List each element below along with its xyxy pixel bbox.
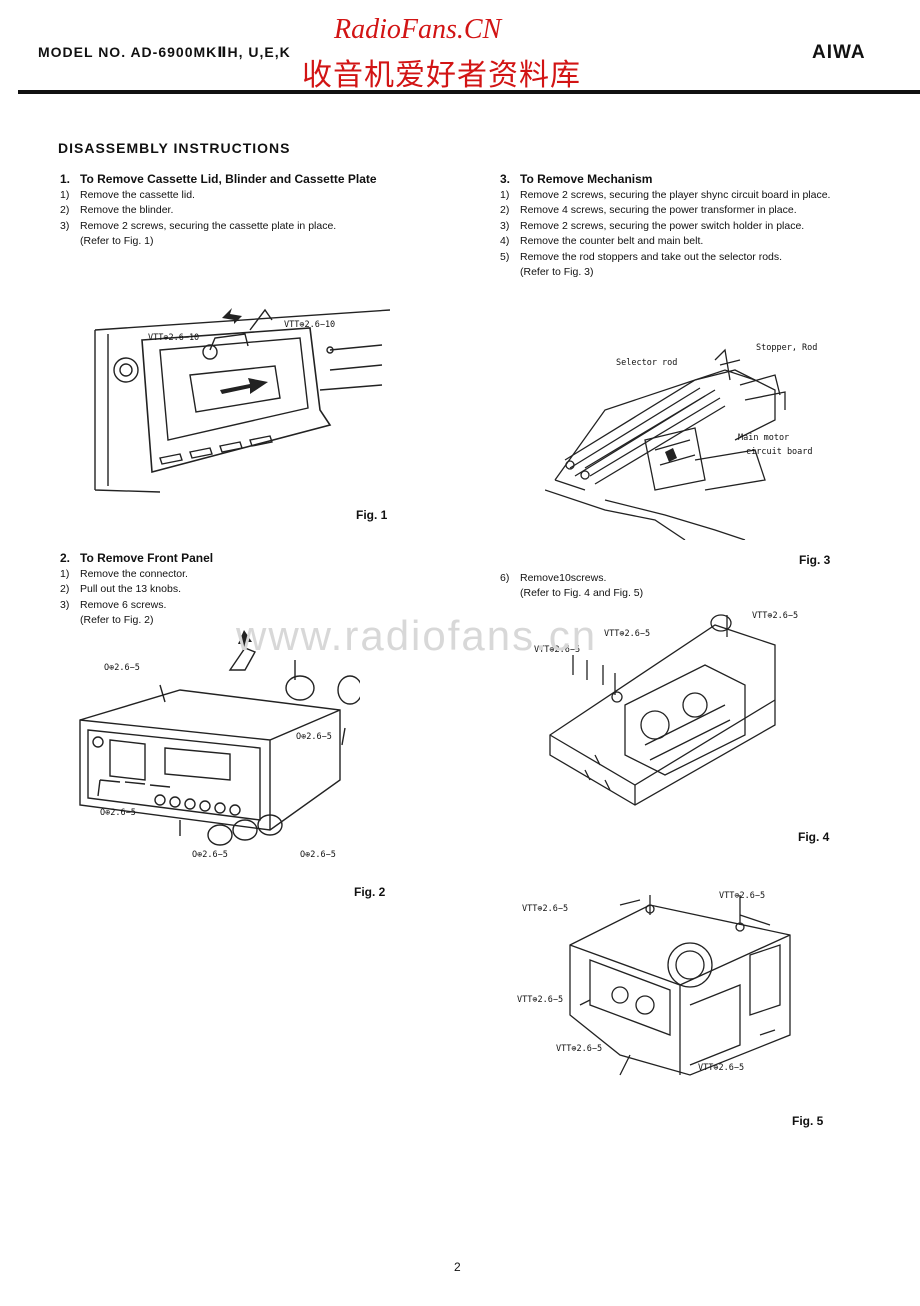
section-3-heading: 3. To Remove Mechanism — [500, 171, 840, 187]
section-1-heading: 1. To Remove Cassette Lid, Blinder and C… — [60, 171, 420, 187]
fig5-callout: VTT⊕2.6−5 — [556, 1044, 603, 1054]
step: 5)Remove the rod stoppers and take out t… — [500, 250, 783, 263]
section-number: 1. — [60, 172, 71, 186]
watermark: www.radiofans.cn — [236, 612, 598, 659]
fig5-callout: VTT⊕2.6−5 — [517, 995, 564, 1005]
fig5-caption: Fig. 5 — [792, 1114, 824, 1128]
fig5-callout: VTT⊕2.6−5 — [698, 1063, 745, 1073]
section-number: 3. — [500, 172, 511, 186]
fig2-callout: O⊕2.6−5 — [296, 732, 332, 742]
section-2: 2. To Remove Front Panel 1)Remove the co… — [60, 550, 420, 629]
step: 3)Remove 6 screws. — [60, 598, 167, 611]
figure-reference: (Refer to Fig. 2) — [80, 614, 154, 627]
step: 6)Remove10screws. — [500, 572, 607, 584]
fig1-caption: Fig. 1 — [356, 508, 388, 522]
section-1-steps: 1)Remove the cassette lid. 2)Remove the … — [60, 188, 420, 234]
fig3-caption: Fig. 3 — [799, 553, 831, 567]
fig5-callout: VTT⊕2.6−5 — [719, 891, 766, 901]
section-number: 2. — [60, 551, 71, 565]
fig3-drawing — [545, 348, 786, 540]
fig2-drawing — [79, 630, 360, 846]
figure-reference: (Refer to Fig. 1) — [80, 235, 154, 248]
step: 2)Remove 4 screws, securing the power tr… — [500, 204, 797, 217]
fig4-callout: VTT⊕2.6−5 — [752, 611, 799, 621]
step: 2)Pull out the 13 knobs. — [60, 583, 181, 596]
fig2-callout: O⊕2.6−5 — [100, 808, 136, 818]
step: 1)Remove the connector. — [60, 568, 188, 580]
site-brand-chinese: 收音机爱好者资料库 — [302, 58, 581, 93]
step: 3)Remove 2 screws, securing the cassette… — [60, 219, 337, 232]
fig3-callout: circuit board — [746, 447, 813, 457]
step: 1)Remove the cassette lid. — [60, 189, 195, 201]
section-3-extra-steps: 6)Remove10screws. — [500, 571, 840, 586]
fig2-callout: O⊕2.6−5 — [104, 663, 140, 673]
section-2-steps: 1)Remove the connector. 2)Pull out the 1… — [60, 567, 420, 613]
section-1: 1. To Remove Cassette Lid, Blinder and C… — [60, 171, 420, 250]
fig4-caption: Fig. 4 — [798, 830, 830, 844]
step: 1)Remove 2 screws, securing the player s… — [500, 189, 831, 201]
step: 4)Remove the counter belt and main belt. — [500, 235, 704, 248]
header-rule — [18, 90, 920, 94]
fig4-callout: VTT⊕2.6−5 — [534, 645, 581, 655]
model-number: MODEL NO. AD-6900MKⅡH, U,E,K — [38, 44, 291, 60]
section-2-heading: 2. To Remove Front Panel — [60, 550, 420, 566]
fig2-callout: O⊕2.6−5 — [192, 850, 228, 860]
site-brand: RadioFans.CN — [334, 14, 502, 45]
section-3: 3. To Remove Mechanism 1)Remove 2 screws… — [500, 171, 840, 280]
fig3-callout: Stopper, Rod — [756, 343, 818, 353]
section-3-step-6: 6)Remove10screws. (Refer to Fig. 4 and F… — [500, 571, 840, 602]
section-heading-text: To Remove Mechanism — [520, 172, 653, 186]
fig1-callout: VTT⊕2.6−10 — [148, 333, 200, 343]
fig2-caption: Fig. 2 — [354, 885, 386, 899]
page-title: DISASSEMBLY INSTRUCTIONS — [58, 140, 291, 156]
figure-reference: (Refer to Fig. 4 and Fig. 5) — [520, 587, 644, 600]
fig3-callout: Selector rod — [616, 358, 678, 368]
section-heading-text: To Remove Cassette Lid, Blinder and Cass… — [80, 172, 377, 186]
fig1-callout: VTT⊕2.6−10 — [284, 320, 336, 330]
section-3-steps: 1)Remove 2 screws, securing the player s… — [500, 188, 840, 265]
section-heading-text: To Remove Front Panel — [80, 551, 214, 565]
fig5-drawing — [569, 895, 791, 1076]
brand-logo: AIWA — [812, 42, 866, 63]
fig1-drawing — [94, 308, 390, 493]
figure-reference: (Refer to Fig. 3) — [520, 266, 594, 279]
page-number: 2 — [454, 1260, 461, 1274]
step: 3)Remove 2 screws, securing the power sw… — [500, 219, 805, 232]
step: 2)Remove the blinder. — [60, 204, 174, 217]
fig2-callout: O⊕2.6−5 — [300, 850, 336, 860]
fig4-drawing — [549, 614, 776, 806]
fig5-callout: VTT⊕2.6−5 — [522, 904, 569, 914]
fig3-callout: Main motor — [738, 433, 790, 443]
fig4-callout: VTT⊕2.6−5 — [604, 629, 651, 639]
